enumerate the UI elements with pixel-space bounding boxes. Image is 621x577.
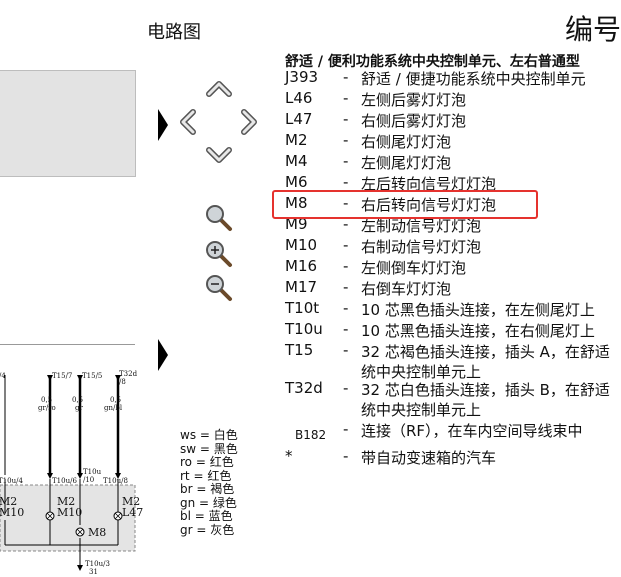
legend-item: bl = 蓝色 xyxy=(180,509,233,523)
schematic-view[interactable]: /4 T15/7 T15/5 T32d /8 0,5 gr/ro 0,5 gr … xyxy=(0,344,143,577)
component-dash: - xyxy=(343,236,349,254)
zoom-out-icon[interactable] xyxy=(204,273,234,303)
component-dash: - xyxy=(343,341,349,359)
component-description: 连接（RF），在车内空间导线束中 xyxy=(361,422,583,440)
section-heading: 舒适 / 便利功能系统中央控制单元、左右普通型 xyxy=(285,54,580,70)
zoom-icon[interactable] xyxy=(204,203,234,233)
component-description: 带自动变速箱的汽车 xyxy=(361,449,497,467)
component-dash: - xyxy=(343,110,349,128)
component-dash: - xyxy=(343,89,349,107)
legend-item: gr = 灰色 xyxy=(180,522,235,537)
component-dash: - xyxy=(343,68,349,86)
component-code: L46 xyxy=(285,89,313,107)
component-description: 右后转向信号灯灯泡 xyxy=(361,196,497,214)
component-code: M6 xyxy=(285,173,308,191)
component-code: M9 xyxy=(285,215,308,233)
component-dash: - xyxy=(343,257,349,275)
comp-label: M10 xyxy=(0,506,25,519)
legend-item: sw = 黑色 xyxy=(180,441,238,456)
component-code: * xyxy=(285,447,293,465)
component-description: 左侧后雾灯灯泡 xyxy=(361,91,467,109)
component-code: M17 xyxy=(285,278,318,296)
component-dash: - xyxy=(343,131,349,149)
component-code: J393 xyxy=(285,68,319,86)
component-dash: - xyxy=(343,173,349,191)
component-description: 32 芯褐色插头连接，插头 A，在舒适 xyxy=(361,343,610,361)
component-code: M8 xyxy=(285,194,308,212)
component-dash: - xyxy=(343,447,349,465)
comp-label-m8: M8 xyxy=(88,526,107,539)
component-description-cont: 统中央控制单元上 xyxy=(361,363,482,381)
component-description: 舒适 / 便捷功能系统中央控制单元 xyxy=(361,70,586,88)
component-description-cont: 统中央控制单元上 xyxy=(361,401,482,419)
component-dash: - xyxy=(343,152,349,170)
page-title: 电路图 xyxy=(147,22,201,43)
component-description: 左侧尾灯灯泡 xyxy=(361,154,452,172)
comp-label: M2 xyxy=(0,495,18,508)
component-description: 左制动信号灯灯泡 xyxy=(361,217,482,235)
component-code: M4 xyxy=(285,152,308,170)
chevron-left-icon[interactable] xyxy=(175,108,203,136)
comp-label-l47: L47 xyxy=(122,506,144,519)
component-description: 右制动信号灯灯泡 xyxy=(361,238,482,256)
comp-label-m10: M10 xyxy=(57,506,83,519)
chevron-up-icon[interactable] xyxy=(205,76,233,104)
component-code: T15 xyxy=(285,341,314,359)
legend-item: br = 褐色 xyxy=(180,482,235,496)
component-description: 10 芯黑色插头连接，在左侧尾灯上 xyxy=(361,301,595,319)
component-dash: - xyxy=(343,379,349,397)
legend-item: rt = 红色 xyxy=(180,468,232,483)
component-dash: - xyxy=(343,420,349,438)
legend-item: gn = 绿色 xyxy=(180,495,237,510)
component-code: B182 xyxy=(295,428,327,442)
legend-item: ro = 红色 xyxy=(180,455,234,469)
play-arrow-icon[interactable] xyxy=(157,338,169,372)
component-description: 左侧倒车灯灯泡 xyxy=(361,259,467,277)
component-description: 右侧后雾灯灯泡 xyxy=(361,112,467,130)
component-description: 右倒车灯灯泡 xyxy=(361,280,452,298)
component-code: M10 xyxy=(285,236,318,254)
component-description: 10 芯黑色插头连接，在右侧尾灯上 xyxy=(361,322,595,340)
legend-item: ws = 白色 xyxy=(180,428,238,442)
component-dash: - xyxy=(343,299,349,317)
component-code: M2 xyxy=(285,131,308,149)
component-description: 32 芯白色插头连接，插头 B，在舒适 xyxy=(361,381,610,399)
component-code: M16 xyxy=(285,257,318,275)
component-code: T10t xyxy=(285,299,320,317)
component-dash: - xyxy=(343,215,349,233)
thumbnail-top[interactable] xyxy=(0,70,136,177)
comp-label-m2-right: M2 xyxy=(122,495,141,508)
chevron-down-icon[interactable] xyxy=(205,140,233,168)
component-description: 右侧尾灯灯泡 xyxy=(361,133,452,151)
zoom-in-icon[interactable] xyxy=(204,239,234,269)
component-dash: - xyxy=(343,194,349,212)
comp-label-m2: M2 xyxy=(57,495,76,508)
selection-highlight xyxy=(272,190,538,219)
schematic-wires xyxy=(0,375,136,571)
component-code: T10u xyxy=(285,320,323,338)
component-dash: - xyxy=(343,320,349,338)
play-arrow-icon[interactable] xyxy=(157,108,169,142)
component-dash: - xyxy=(343,278,349,296)
component-code: T32d xyxy=(285,379,323,397)
document-number-title: 编号 xyxy=(565,13,621,46)
component-code: L47 xyxy=(285,110,313,128)
component-description: 左后转向信号灯灯泡 xyxy=(361,175,497,193)
chevron-right-icon[interactable] xyxy=(234,108,262,136)
